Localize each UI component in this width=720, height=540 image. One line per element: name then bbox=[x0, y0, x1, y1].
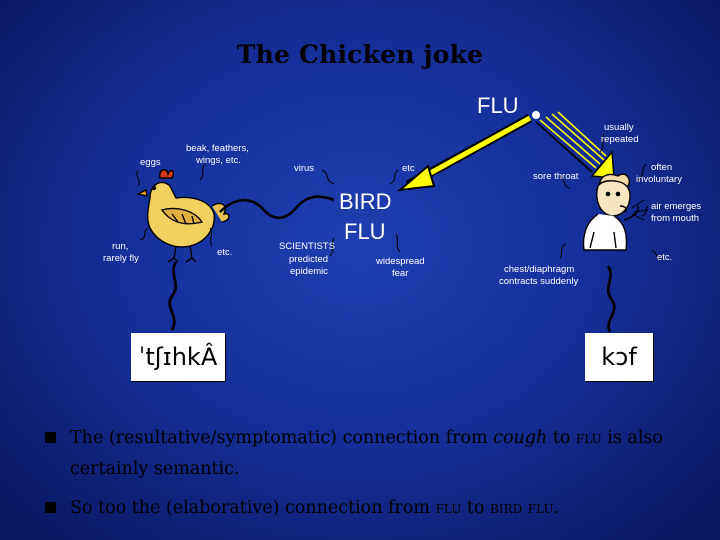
bullet-2-flu: flu bbox=[435, 498, 462, 518]
bullet-1-text-a: The (resultative/symptomatic) connection… bbox=[70, 428, 494, 448]
bird-flu-connectors bbox=[321, 169, 401, 257]
cough-label-etc: etc. bbox=[657, 252, 673, 263]
chicken-phonology-squiggle bbox=[168, 261, 178, 331]
chicken-illustration bbox=[135, 168, 230, 263]
cough-label-involuntary-2: involuntary bbox=[636, 174, 682, 185]
bird-flu-label-scientists-2: predicted bbox=[289, 254, 329, 265]
bullet-2-text-b: to bbox=[461, 498, 491, 518]
bird-flu-node-line2: FLU bbox=[344, 219, 386, 244]
chicken-label-etc: etc. bbox=[217, 247, 233, 258]
bird-flu-label-fear-1: widespread bbox=[376, 256, 425, 267]
chicken-label-run-1: run, bbox=[112, 241, 129, 252]
chicken-label-beak-1: beak, feathers, bbox=[186, 143, 249, 154]
flu-anchor-dot bbox=[532, 111, 540, 119]
flu-to-cough-arrow bbox=[535, 111, 615, 179]
bird-flu-node-line1: BIRD bbox=[339, 189, 392, 214]
bird-flu-label-etc: etc bbox=[402, 163, 415, 174]
bullet-1-text-b: to bbox=[547, 428, 576, 448]
bullet-marker bbox=[45, 432, 56, 443]
cough-label-sore-throat: sore throat bbox=[533, 171, 579, 182]
cough-label-repeated-2: repeated bbox=[601, 134, 639, 145]
cough-phonology-box: kɔf bbox=[585, 333, 653, 381]
bullet-1-cough: cough bbox=[493, 428, 548, 448]
bullet-2-bird-flu: bird flu bbox=[490, 498, 554, 518]
cough-label-chest-1: chest/diaphragm bbox=[504, 264, 575, 275]
bird-flu-label-virus: virus bbox=[294, 163, 315, 174]
flu-node: FLU bbox=[477, 93, 519, 118]
bird-flu-label-scientists-1: SCIENTISTS bbox=[279, 241, 335, 252]
coughing-person-illustration bbox=[582, 173, 649, 251]
chicken-phonology-box: ˈtʃɪhkÂ bbox=[131, 333, 225, 381]
bullet-1-text-c: is also certainly semantic. bbox=[70, 428, 663, 479]
bullet-2-text-c: . bbox=[553, 498, 560, 518]
bird-flu-label-fear-2: fear bbox=[392, 268, 409, 279]
chicken-label-run-2: rarely fly bbox=[103, 253, 139, 264]
cough-label-involuntary-1: often bbox=[651, 162, 673, 173]
bullet-2-text-a: So too the (elaborative) connection from bbox=[70, 498, 436, 518]
bullet-item-2: So too the (elaborative) connection from… bbox=[42, 493, 682, 524]
cough-label-repeated-1: usually bbox=[604, 122, 634, 133]
chicken-label-beak-2: wings, etc. bbox=[196, 155, 241, 166]
bullet-1-flu: flu bbox=[575, 428, 602, 448]
bullet-item-1: The (resultative/symptomatic) connection… bbox=[42, 423, 682, 485]
chicken-connectors bbox=[136, 163, 213, 247]
cough-label-chest-2: contracts suddenly bbox=[499, 276, 579, 287]
cough-connectors bbox=[559, 133, 663, 261]
bullet-marker bbox=[45, 502, 56, 513]
bird-flu-label-scientists-3: epidemic bbox=[290, 266, 329, 277]
cough-label-air-1: air emerges bbox=[651, 201, 702, 212]
flu-to-bird-flu-arrow bbox=[396, 114, 533, 192]
cough-phonology-squiggle bbox=[606, 265, 616, 333]
cough-label-air-2: from mouth bbox=[651, 213, 700, 224]
chicken-bird-flu-wave bbox=[219, 195, 335, 220]
chicken-label-eggs: eggs bbox=[140, 157, 161, 168]
slide-title: The Chicken joke bbox=[236, 40, 484, 69]
bullet-list: The (resultative/symptomatic) connection… bbox=[42, 423, 682, 532]
